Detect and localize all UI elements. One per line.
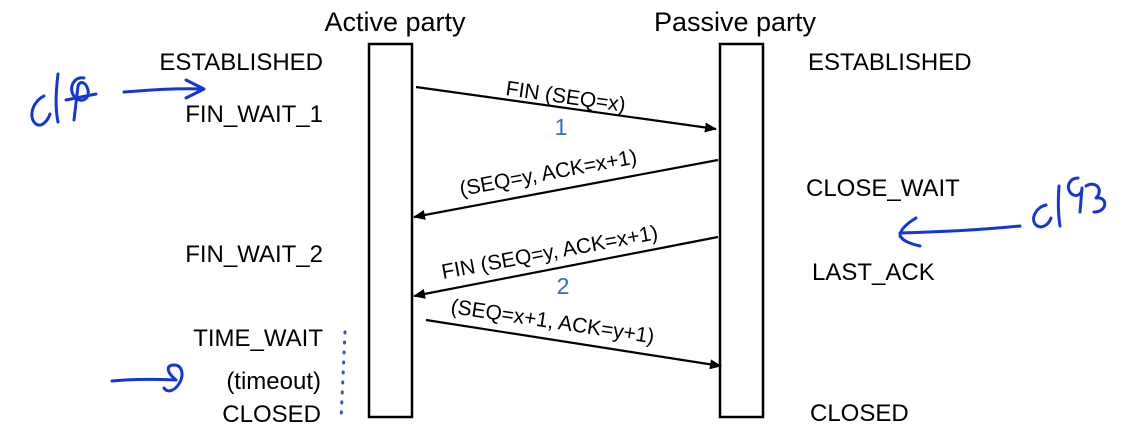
step-2-number: 2 xyxy=(557,273,570,299)
passive-state-closed: CLOSED xyxy=(810,400,909,427)
handwritten-close-left: close xyxy=(30,72,206,127)
passive-party-lifeline xyxy=(718,42,765,419)
step-1-number: 1 xyxy=(555,114,568,140)
message-4-arrow xyxy=(425,318,722,370)
active-state-fin-wait-2: FIN_WAIT_2 xyxy=(185,241,323,268)
active-state-time-wait: TIME_WAIT xyxy=(193,325,323,352)
time-wait-dotted-line xyxy=(339,330,347,422)
handwritten-timeout-arrow xyxy=(110,363,184,393)
passive-state-close-wait: CLOSE_WAIT xyxy=(806,175,960,202)
message-3-label: FIN (SEQ=y, ACK=x+1) xyxy=(440,221,660,284)
active-state-established: ESTABLISHED xyxy=(159,49,323,76)
active-state-timeout: (timeout) xyxy=(226,368,321,395)
active-party-header: Active party xyxy=(324,7,466,37)
handwritten-close-right: close xyxy=(0,0,1107,248)
message-2-arrow xyxy=(413,158,719,220)
message-3-arrow xyxy=(413,235,719,299)
handwritten-close-right-text: close xyxy=(0,0,3,1)
active-state-closed: CLOSED xyxy=(222,401,321,428)
active-state-fin-wait-1: FIN_WAIT_1 xyxy=(185,101,323,128)
passive-state-established: ESTABLISHED xyxy=(808,49,972,76)
message-1-arrow xyxy=(415,85,717,133)
passive-party-header: Passive party xyxy=(654,7,817,37)
message-1-label: FIN (SEQ=x) xyxy=(504,77,627,117)
passive-state-last-ack: LAST_ACK xyxy=(812,259,935,286)
active-party-lifeline xyxy=(367,42,414,419)
